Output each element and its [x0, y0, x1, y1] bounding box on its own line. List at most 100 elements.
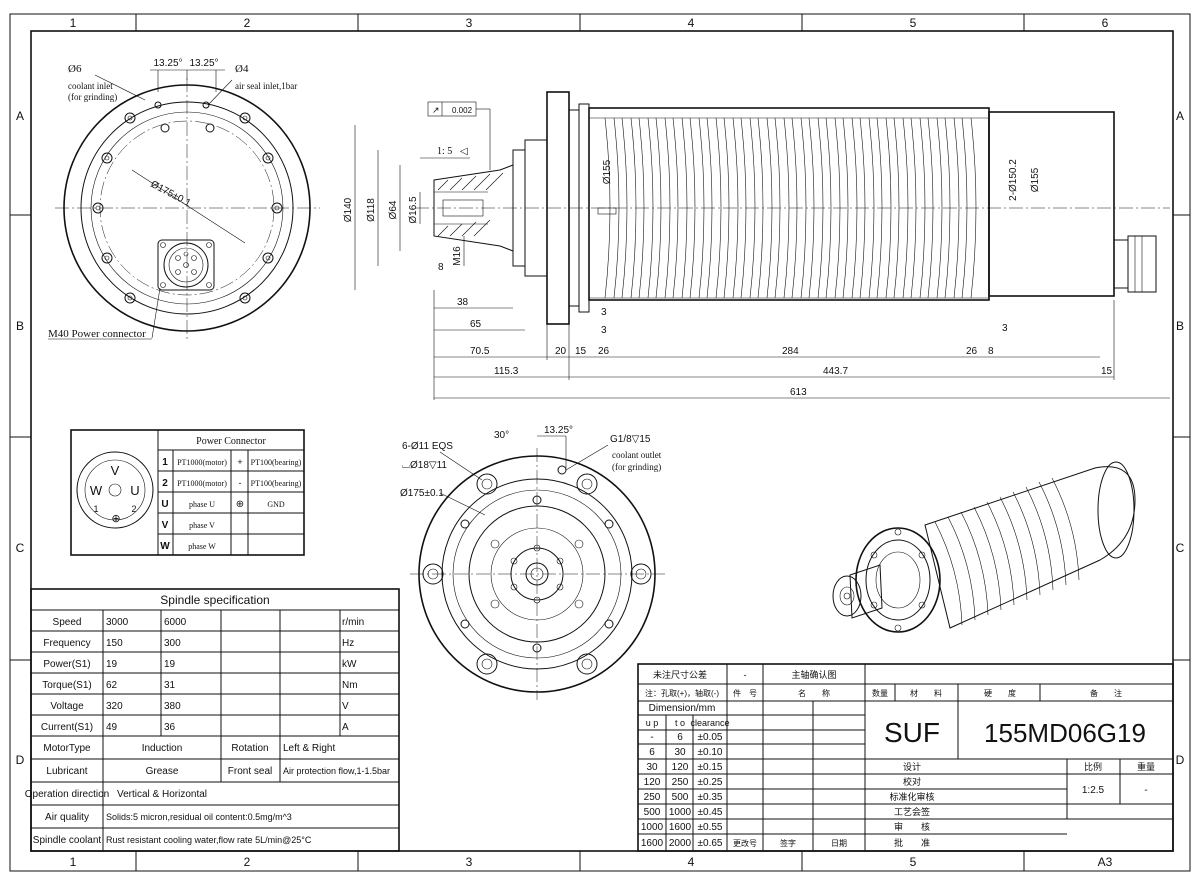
spec-unit: Nm — [342, 680, 358, 691]
spec-value: 49 — [106, 722, 118, 733]
review-label: 审 核 — [894, 821, 930, 832]
dim-8: 8 — [438, 262, 444, 273]
spec-key: Operation direction — [25, 789, 110, 800]
tol-from: 120 — [644, 777, 661, 788]
header-qty: 数量 — [872, 688, 888, 698]
pcd-label: Ø175±0.1 — [149, 179, 193, 210]
angle-label: 13.25° — [189, 58, 218, 69]
spec-unit: V — [342, 701, 349, 712]
header-name: 名 称 — [798, 688, 830, 698]
tol-to: 30 — [674, 747, 686, 758]
spec-key: Torque(S1) — [42, 680, 91, 691]
tol-value: ±0.45 — [698, 807, 723, 818]
col-label: 3 — [466, 855, 473, 869]
tol-to: 2000 — [669, 838, 692, 849]
spec-key: MotorType — [43, 743, 91, 754]
taper-label: 1: 5 — [437, 146, 452, 157]
spec-key: Frequency — [43, 638, 90, 649]
dim-155-front: Ø155 — [602, 159, 613, 184]
row-label: D — [16, 753, 25, 767]
tol-from: 30 — [646, 762, 658, 773]
dim-65: 65 — [470, 319, 482, 330]
end-view-flange-side: 6-Ø11 EQS ⌴Ø18▽11 30° 13.25° Ø175±0.1 G1… — [400, 425, 665, 700]
spec-value: Left & Right — [283, 743, 335, 754]
check-label: 校对 — [903, 776, 921, 787]
spec-key: Rotation — [231, 743, 268, 754]
tol-to: 1000 — [669, 807, 692, 818]
tol-value: ±0.65 — [698, 838, 723, 849]
tol-to: 120 — [672, 762, 689, 773]
spec-value: 62 — [106, 680, 118, 691]
spec-value: Air protection flow,1-1.5bar — [283, 766, 390, 776]
spec-key: Front seal — [228, 766, 272, 777]
spec-unit: kW — [342, 659, 357, 670]
side-view: ↗ 0.002 1: 5 ◁ Ø140 Ø118 Ø64 Ø16.5 M16 8… — [343, 91, 1170, 400]
pin-w-label: W — [90, 483, 103, 498]
dim-up: u p — [646, 718, 659, 728]
tol-value: ±0.35 — [698, 792, 723, 803]
sign-label: 签字 — [780, 838, 796, 848]
col-label: 4 — [688, 855, 695, 869]
weight-label: 重量 — [1137, 761, 1155, 772]
pin-sign: ⊕ — [236, 499, 244, 510]
approve-label: 批 准 — [894, 837, 930, 848]
tol-to: 250 — [672, 777, 689, 788]
col-label: 5 — [910, 855, 917, 869]
tol-value: ±0.25 — [698, 777, 723, 788]
header-material: 材 料 — [910, 688, 942, 698]
thread-label: G1/8▽15 — [610, 434, 651, 445]
col-label: 2 — [244, 855, 251, 869]
confirm-title: 主轴确认图 — [791, 669, 836, 680]
connector-label: M40 Power connector — [48, 328, 146, 340]
spec-key: Current(S1) — [41, 722, 93, 733]
spec-key: Voltage — [50, 701, 84, 712]
spec-value: 19 — [164, 659, 176, 670]
spec-value: 300 — [164, 638, 181, 649]
hole-dia-label: Ø6 — [68, 63, 82, 75]
spec-key: Speed — [53, 617, 82, 628]
pin-2-label: 2 — [131, 504, 136, 514]
m40-connector-icon — [157, 239, 215, 291]
spec-key: Lubricant — [46, 766, 87, 777]
spec-value: 31 — [164, 680, 176, 691]
design-label: 设计 — [903, 761, 921, 772]
header-hardness: 硬 度 — [984, 688, 1016, 698]
end-view-connector-side: Ø6 coolant inlet (for grinding) 13.25° 1… — [48, 58, 320, 340]
spec-value: 380 — [164, 701, 181, 712]
col-label: 3 — [466, 16, 473, 30]
tol-to: 1600 — [669, 822, 692, 833]
dim-15: 15 — [1101, 366, 1113, 377]
coolant-inlet-sub: (for grinding) — [68, 92, 117, 102]
dim-64: Ø64 — [388, 200, 399, 219]
dim-70-5: 70.5 — [470, 346, 490, 357]
spec-value: 150 — [106, 638, 123, 649]
spec-unit: Hz — [342, 638, 354, 649]
spindle-spec-table: Spindle specification Speed 3000 6000 r/… — [25, 588, 400, 852]
pin-sign: + — [237, 457, 242, 467]
spec-value: Rust resistant cooling water,flow rate 5… — [106, 835, 312, 845]
dim-150-2: 2-Ø150.2 — [1008, 159, 1019, 201]
dim-16-5: Ø16.5 — [408, 196, 419, 224]
title-block: 未注尺寸公差 - 主轴确认图 注：孔取(+)，轴取(-) 件 号 名 称 数量 … — [637, 663, 1174, 852]
model-number: 155MD06G19 — [984, 718, 1146, 748]
tol-from: 500 — [644, 807, 661, 818]
pin-v-label: V — [111, 463, 120, 478]
dim-38: 38 — [457, 297, 469, 308]
dim-284: 284 — [782, 346, 799, 357]
dim-3-c: 3 — [1002, 323, 1008, 334]
row-label: B — [1176, 319, 1184, 333]
pin-id: W — [160, 541, 170, 552]
col-label: 4 — [688, 16, 695, 30]
tol-to: 500 — [672, 792, 689, 803]
row-label: C — [16, 541, 25, 555]
pin-id: U — [161, 499, 168, 510]
pin-id: 2 — [162, 478, 168, 489]
tol-value: ±0.05 — [698, 732, 723, 743]
holes-label: 6-Ø11 EQS — [402, 441, 453, 452]
tol-value: ±0.10 — [698, 747, 723, 758]
dim-26: 26 — [966, 346, 978, 357]
flange-holes — [422, 465, 652, 675]
power-connector-title: Power Connector — [196, 436, 266, 447]
